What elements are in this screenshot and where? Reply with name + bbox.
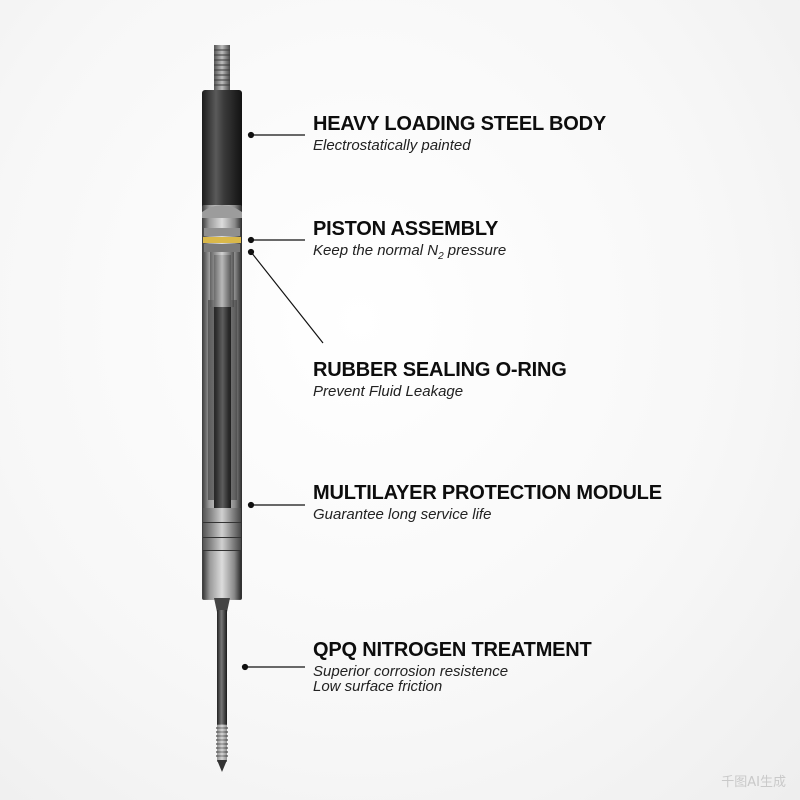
top-threaded-stud [214,45,230,91]
callout-title: QPQ NITROGEN TREATMENT [313,639,592,661]
callout-qpq-treatment: QPQ NITROGEN TREATMENT Superior corrosio… [313,638,592,694]
callout-title: RUBBER SEALING O-RING [313,359,567,381]
callout-protection-module: MULTILAYER PROTECTION MODULE Guarantee l… [313,481,662,522]
leader-lines [241,131,324,671]
callout-desc: Electrostatically painted [313,137,471,154]
steel-body [202,90,242,210]
piston-rod [214,598,230,772]
callout-rubber-oring: RUBBER SEALING O-RING Prevent Fluid Leak… [313,358,567,399]
piston-assembly [203,228,241,307]
callout-title: HEAVY LOADING STEEL BODY [313,113,607,135]
callout-desc: Prevent Fluid Leakage [313,383,464,400]
callout-desc-2: Low surface friction [313,678,443,695]
protection-module [203,508,241,599]
callout-title: PISTON ASSEMBLY [313,218,499,240]
watermark: 千图AI生成 [721,775,786,790]
o-ring [203,237,241,243]
callout-piston-assembly: PISTON ASSEMBLY Keep the normal N2 press… [313,217,506,264]
callout-steel-body: HEAVY LOADING STEEL BODY Electrostatical… [313,112,606,153]
callout-desc: Keep the normal N2 pressure [313,242,507,262]
callout-desc: Superior corrosion resistence [313,663,509,680]
callout-title: MULTILAYER PROTECTION MODULE [313,482,662,504]
callout-desc: Guarantee long service life [313,506,492,523]
